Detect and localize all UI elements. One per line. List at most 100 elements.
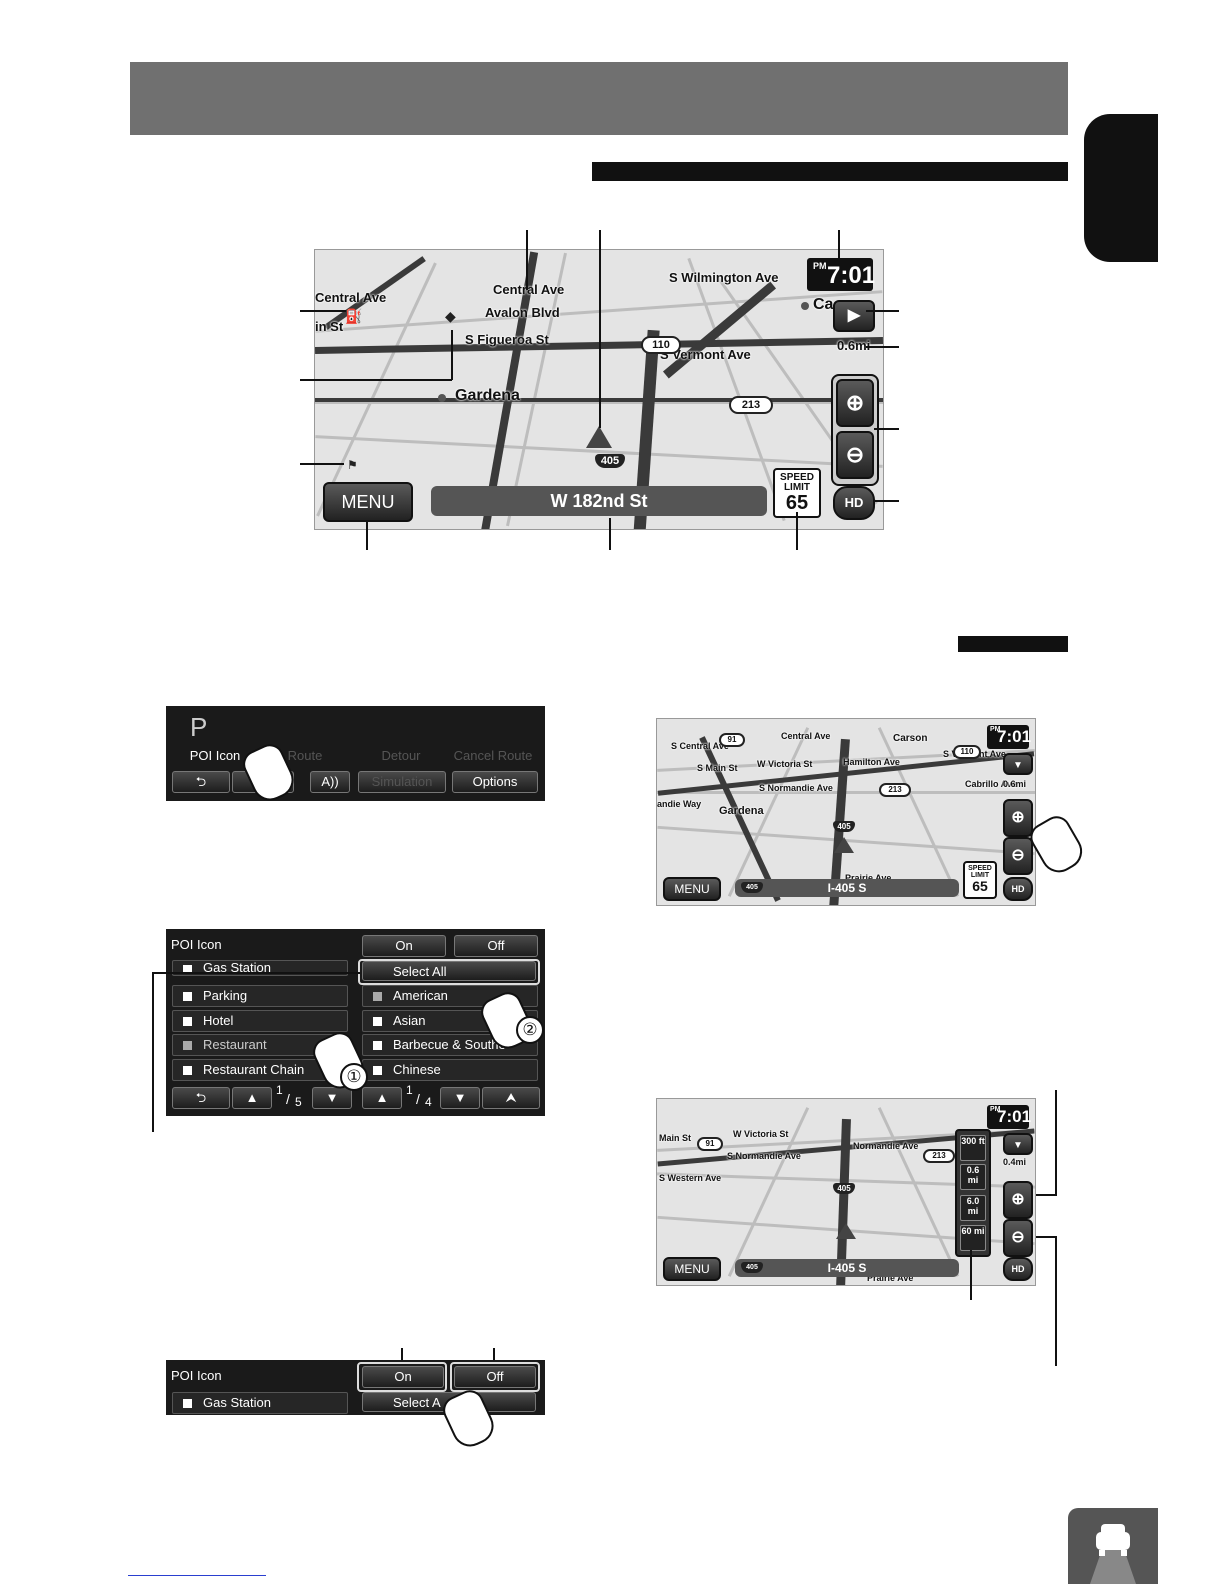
interstate-shield-405-small: 405 [741, 1262, 763, 1273]
poi-icon-icon: P [190, 712, 208, 742]
right-list-up-button[interactable]: ▲ [362, 1087, 402, 1109]
detour-menu-item[interactable]: Detour [381, 748, 421, 763]
zoom-out-icon: ⊖ [1011, 847, 1025, 864]
poi-category-gas-station[interactable]: Gas Station [172, 1392, 348, 1414]
map-return-button[interactable]: ⮝ [482, 1087, 540, 1109]
zoom-in-button[interactable]: ⊕ [836, 379, 874, 427]
poi-off-button[interactable]: Off [454, 935, 538, 957]
map-label-s-figueroa-st: S Figueroa St [465, 332, 549, 347]
next-turn-button[interactable]: ▼ [1003, 753, 1033, 775]
poi-off-button[interactable]: Off [454, 1366, 536, 1388]
callout-line [366, 520, 368, 550]
zoom-scale-list: 300 ft 0.6 mi 6.0 mi 60 mi [955, 1129, 991, 1257]
chevron-down-icon: ▼ [1013, 760, 1023, 771]
right-page-current: 1 [406, 1083, 413, 1097]
zoom-in-icon: ⊕ [845, 390, 865, 415]
menu-button[interactable]: MENU [323, 482, 413, 522]
route-shield-213: 213 [923, 1149, 955, 1163]
callout-line [874, 500, 899, 502]
scale-map-screen: Main St W Victoria St S Normandie Ave No… [656, 1098, 1036, 1286]
map-label-gardena: Gardena [455, 387, 520, 404]
callout-line [300, 310, 346, 312]
zoom-in-button[interactable]: ⊕ [1003, 799, 1033, 837]
zoom-out-button[interactable]: ⊖ [1003, 1219, 1033, 1257]
hd-radio-button[interactable]: HD [833, 486, 875, 520]
checkbox-checked [373, 992, 382, 1001]
left-list-up-button[interactable]: ▲ [232, 1087, 272, 1109]
navigation-menu-panel: P POI Icon Route Detour Cancel Route ⮌ A… [166, 706, 545, 801]
poi-category-restaurant[interactable]: Restaurant [172, 1034, 348, 1056]
scale-option[interactable]: 60 mi [960, 1225, 986, 1251]
map-label-s-normandie-ave: S Normandie Ave [727, 1151, 801, 1161]
cancel-route-menu-item[interactable]: Cancel Route [453, 748, 533, 763]
distance-to-turn: 0.4mi [1003, 1157, 1027, 1167]
hd-radio-button[interactable]: HD [1003, 1257, 1033, 1281]
callout-line [866, 346, 899, 348]
zoom-out-button[interactable]: ⊖ [1003, 837, 1033, 875]
poi-category-hotel[interactable]: Hotel [172, 1010, 348, 1032]
clock-display: PM 7:01 [987, 1105, 1031, 1129]
menu-button[interactable]: MENU [663, 877, 721, 901]
callout-line [493, 1348, 495, 1360]
chevron-down-icon: ▼ [1013, 1140, 1023, 1151]
next-turn-button[interactable]: ▼ [1003, 1133, 1033, 1155]
map-label-in-st: in St [315, 319, 344, 334]
menu-button[interactable]: MENU [663, 1257, 721, 1281]
poi-subcategory-chinese[interactable]: Chinese [362, 1059, 538, 1081]
scale-option[interactable]: 300 ft [960, 1135, 986, 1161]
current-position-arrow-icon [834, 837, 854, 853]
callout-line [300, 379, 452, 381]
back-button[interactable]: ⮌ [172, 771, 230, 793]
callout-line [866, 310, 899, 312]
slash: / [416, 1091, 420, 1107]
clock-display: PM 7:01 [987, 725, 1032, 749]
map-label-prairie-ave: Prairie Ave [845, 873, 892, 883]
scale-option[interactable]: 0.6 mi [960, 1164, 986, 1190]
map-label-avalon-blvd: Avalon Blvd [485, 305, 560, 320]
chapter-header-bar [130, 62, 1068, 135]
up-arrow-icon: ▲ [375, 1090, 389, 1105]
scale-option[interactable]: 6.0 mi [960, 1195, 986, 1221]
poi-category-parking[interactable]: Parking [172, 985, 348, 1007]
hd-radio-button[interactable]: HD [1003, 877, 1033, 901]
off-highlight [450, 1362, 540, 1392]
zoom-out-icon: ⊖ [845, 442, 865, 467]
zoom-in-button[interactable]: ⊕ [1003, 1181, 1033, 1219]
poi-settings-title: POI Icon [171, 937, 222, 952]
hd-icon: HD [1011, 1264, 1025, 1274]
next-turn-button[interactable]: ▶ [833, 300, 875, 332]
options-button[interactable]: Options [452, 771, 538, 793]
simulation-button[interactable]: Simulation [358, 771, 446, 793]
hd-icon: HD [844, 495, 864, 510]
language-side-tab [1084, 114, 1158, 262]
right-page-total: 4 [425, 1095, 432, 1109]
map-label-central-ave: Central Ave [781, 731, 831, 741]
clock-time: 7:01 [997, 727, 1032, 746]
callout-line [1036, 1194, 1056, 1196]
map-label-central-ave: Central Ave [493, 282, 565, 297]
back-button[interactable]: ⮌ [172, 1087, 230, 1109]
map-label-w-victoria-st: W Victoria St [733, 1129, 789, 1139]
destination-flag-icon: ⚑ [347, 458, 358, 472]
poi-icon-menu-item[interactable]: POI Icon [189, 748, 241, 763]
route-menu-item[interactable]: Route [287, 748, 323, 763]
gas-station-poi-icon: ⛽ [345, 308, 363, 324]
callout-line [526, 230, 528, 290]
speaker-icon: A)) [321, 774, 339, 789]
checkbox [183, 1017, 192, 1026]
select-all-button[interactable]: Select All [362, 961, 536, 981]
right-list-down-button[interactable]: ▼ [440, 1087, 480, 1109]
zoom-out-button[interactable]: ⊖ [836, 431, 874, 479]
clock-display: PM 7:01 [807, 258, 875, 291]
map-label-s-main-st: S Main St [697, 763, 738, 773]
poi-on-button[interactable]: On [362, 935, 446, 957]
interstate-shield-405: 405 [595, 454, 625, 468]
route-shield-110: 110 [641, 336, 681, 354]
down-arrow-icon: ▼ [453, 1090, 467, 1105]
zoom-control: ⊕ ⊖ [831, 374, 879, 486]
speed-limit-sign: SPEED LIMIT 65 [773, 468, 821, 518]
current-street-bar: W 182nd St [431, 486, 767, 516]
volume-button[interactable]: A)) [310, 771, 350, 793]
poi-on-button[interactable]: On [362, 1366, 444, 1388]
left-list-down-button[interactable]: ▼ [312, 1087, 352, 1109]
